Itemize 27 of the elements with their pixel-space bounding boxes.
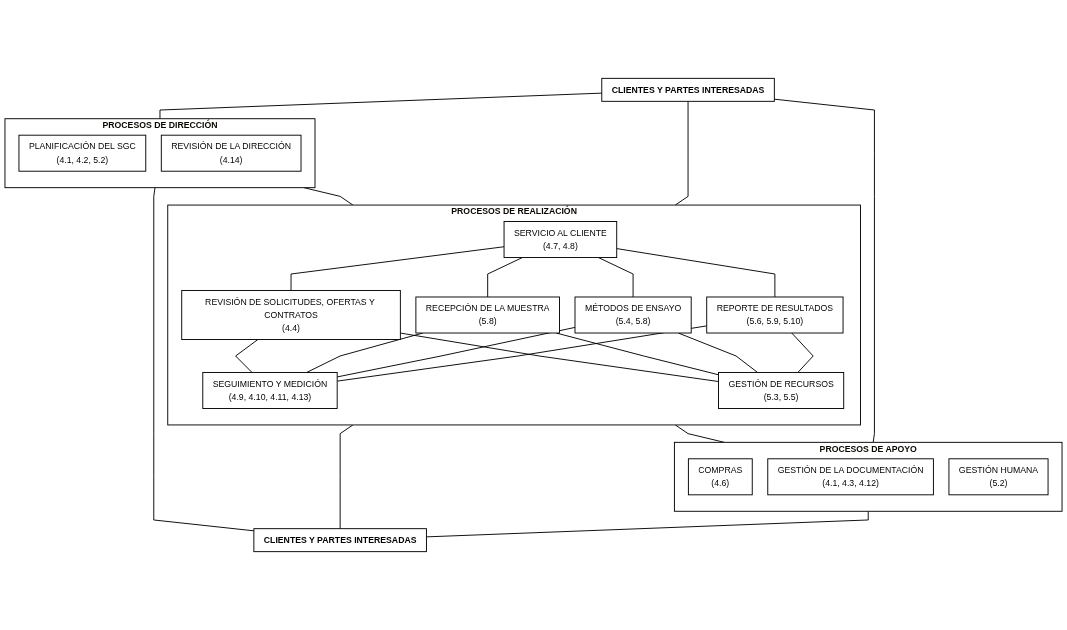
node-box: CLIENTES Y PARTES INTERESADAS [253,528,427,553]
connector [616,248,776,298]
connector [336,326,576,378]
node-box: RECEPCIÓN DE LA MUESTRA (5.8) [415,296,560,334]
connector [339,424,354,530]
node-box: REVISIÓN DE SOLICITUDES, OFERTAS Y CONTRATOS (4.4) [181,290,401,340]
connector [399,332,719,382]
connector [487,257,523,298]
connector [773,98,875,443]
node-box: SEGUIMIENTO Y MEDICIÓN (4.9, 4.10, 4.11, 4.13) [202,372,338,409]
node-box: SERVICIO AL CLIENTE (4.7, 4.8) [503,221,618,258]
node-box: REPORTE DE RESULTADOS (5.6, 5.9, 5.10) [706,296,844,334]
node-box: REVISIÓN DE LA DIRECCIÓN (4.14) [160,134,302,172]
node-box: COMPRAS (4.6) [687,458,753,496]
connector [153,187,255,532]
node-box: PLANIFICACIÓN DEL SGC (4.1, 4.2, 5.2) [18,134,147,172]
connector [425,510,869,538]
connector [336,325,708,382]
node-box: GESTIÓN DE RECURSOS (5.3, 5.5) [718,372,845,409]
connector [597,257,634,298]
connector [290,246,505,291]
connector [159,92,603,120]
node-box: GESTIÓN HUMANA (5.2) [948,458,1049,496]
node-box: CLIENTES Y PARTES INTERESADAS [601,77,775,102]
node-box: GESTIÓN DE LA DOCUMENTACIÓN (4.1, 4.3, 4.12) [767,458,934,496]
node-box: MÉTODOS DE ENSAYO (5.4, 5.8) [574,296,692,334]
connector [674,100,689,206]
